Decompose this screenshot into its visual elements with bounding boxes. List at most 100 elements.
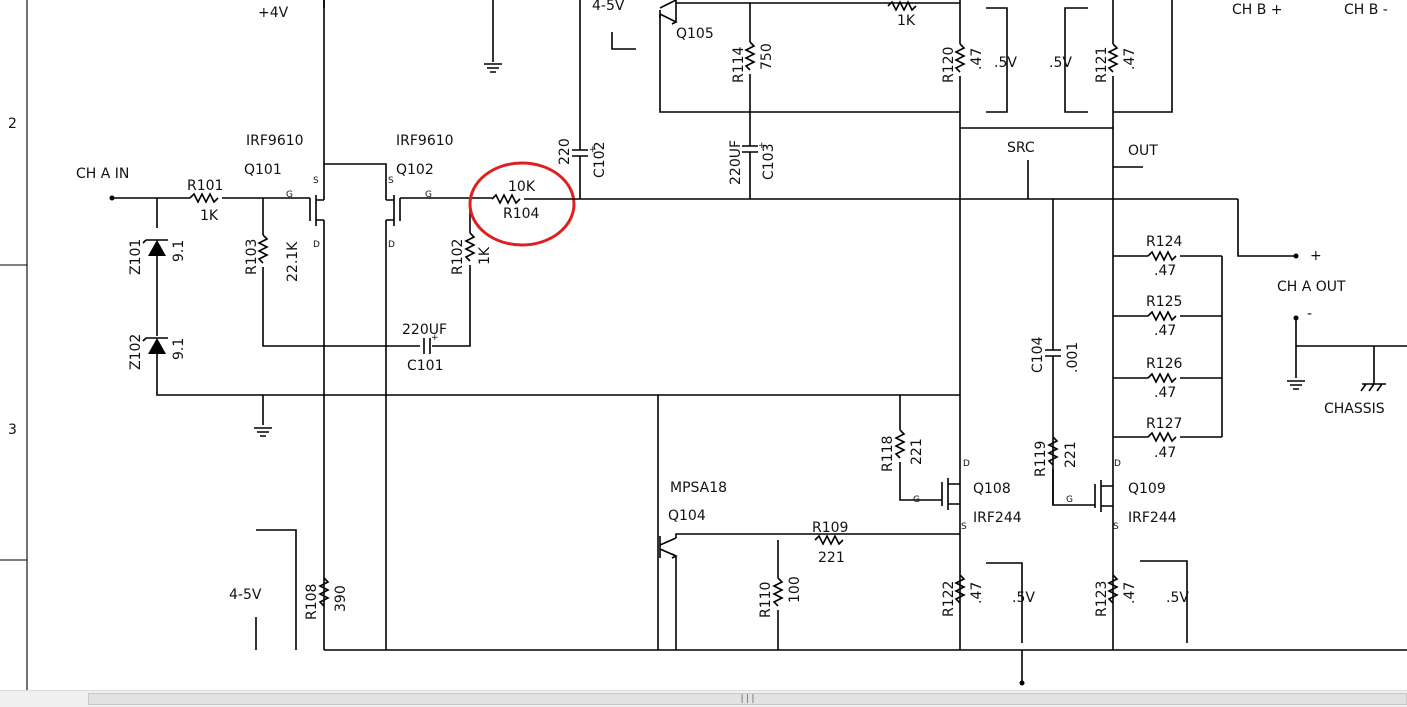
r122-rail-label: .5V <box>1012 590 1035 606</box>
ground-icon <box>483 63 503 73</box>
q108-mosfet: G D S <box>913 459 970 532</box>
q102-pin-g: G <box>425 190 432 200</box>
r103-ref: R103 <box>244 239 260 275</box>
r123-ref: R123 <box>1094 581 1110 617</box>
r123-value: .47 <box>1122 582 1138 604</box>
q108-pin-g: G <box>913 495 920 505</box>
svg-text:+: + <box>589 145 597 155</box>
q108-pin-d: D <box>963 459 970 469</box>
r124-value: .47 <box>1154 263 1176 279</box>
q108-part: IRF244 <box>973 510 1022 526</box>
c101-ref: C101 <box>407 358 444 374</box>
r110-ref: R110 <box>758 582 774 618</box>
q102-mosfet: S G D <box>385 176 432 650</box>
q101-part: IRF9610 <box>246 133 304 149</box>
r104-resistor <box>491 194 521 204</box>
r125-value: .47 <box>1154 323 1176 339</box>
r125-ref: R125 <box>1146 294 1182 310</box>
r101-resistor <box>189 193 219 203</box>
q108-ref: Q108 <box>973 481 1011 497</box>
z102-zener-diode <box>142 337 168 354</box>
ch-a-out-minus: - <box>1307 306 1312 322</box>
r118-resistor <box>895 429 905 459</box>
r101-ref: R101 <box>187 178 223 194</box>
r127-resistor <box>1147 432 1177 442</box>
rail-plus4v-label: +4V <box>258 5 289 21</box>
r101-value: 1K <box>200 208 219 224</box>
r110-value: 100 <box>787 576 803 603</box>
c104-value: .001 <box>1065 342 1081 373</box>
r120-rail-label: .5V <box>994 55 1017 71</box>
q102-part: IRF9610 <box>396 133 454 149</box>
r124-resistor <box>1147 251 1177 261</box>
r109-resistor <box>814 535 844 545</box>
grid-row-3-label: 3 <box>8 422 17 438</box>
r121-rail-label: .5V <box>1049 55 1072 71</box>
z101-ref: Z101 <box>128 239 144 275</box>
ground-icon <box>253 427 273 437</box>
q105-ref: Q105 <box>676 26 714 42</box>
r122-ref: R122 <box>941 581 957 617</box>
ch-a-out-plus: + <box>1310 248 1322 264</box>
r102-value: 1K <box>477 246 493 265</box>
r126-ref: R126 <box>1146 356 1183 372</box>
svg-text:+: + <box>431 333 439 343</box>
q101-ref: Q101 <box>244 162 282 178</box>
q104-part: MPSA18 <box>670 480 727 496</box>
q102-pin-s: S <box>388 176 394 186</box>
horizontal-scrollbar[interactable]: ||| <box>0 690 1407 707</box>
r120-resistor <box>955 43 965 73</box>
ch-a-out-label: CH A OUT <box>1277 279 1346 295</box>
r103-value: 22.1K <box>285 241 301 282</box>
q108-pin-s: S <box>961 522 967 532</box>
r120-value: .47 <box>969 48 985 70</box>
out-label: OUT <box>1128 143 1158 159</box>
scrollbar-thumb[interactable]: ||| <box>88 693 1407 705</box>
c104-ref: C104 <box>1030 336 1046 373</box>
r124-ref: R124 <box>1146 234 1183 250</box>
r127-value: .47 <box>1154 445 1176 461</box>
rail-bias-top-label: 4-5V <box>592 0 625 14</box>
q109-part: IRF244 <box>1128 510 1177 526</box>
q102-ref: Q102 <box>396 162 434 178</box>
c103-value: 220UF <box>728 140 744 185</box>
resistor-1k-top-value: 1K <box>897 13 916 29</box>
c101-value: 220UF <box>402 322 447 338</box>
chassis-ground-icon <box>1360 380 1386 392</box>
output-resistor-bank <box>1113 251 1223 442</box>
r119-ref: R119 <box>1033 441 1049 477</box>
src-label: SRC <box>1007 140 1035 156</box>
q101-pin-d: D <box>313 240 320 250</box>
r114-value: 750 <box>759 43 775 70</box>
chassis-label: CHASSIS <box>1324 401 1385 417</box>
ch-b-minus-label: CH B - <box>1344 2 1388 18</box>
q109-pin-s: S <box>1113 522 1119 532</box>
c102-ref: C102 <box>592 142 608 179</box>
r125-resistor <box>1147 311 1177 321</box>
q101-pin-g: G <box>286 190 293 200</box>
r114-ref: R114 <box>731 46 747 83</box>
r102-resistor <box>465 232 475 262</box>
r103-resistor <box>258 234 268 264</box>
r123-rail-label: .5V <box>1166 590 1189 606</box>
r119-value: 221 <box>1063 441 1079 468</box>
r122-value: .47 <box>969 582 985 604</box>
c103-capacitor: + <box>742 141 766 199</box>
z101-zener-diode <box>142 239 168 256</box>
r126-resistor <box>1147 373 1177 383</box>
q109-pin-g: G <box>1066 495 1073 505</box>
z102-ref: Z102 <box>128 334 144 370</box>
r114-resistor <box>745 41 755 71</box>
r109-ref: R109 <box>812 520 848 536</box>
q105-transistor <box>659 0 678 25</box>
amplifier-schematic: 2 3 +4V 4-5V CH B + CH B - CH A IN R101 … <box>0 0 1407 690</box>
r104-value: 10K <box>508 179 536 195</box>
r109-value: 221 <box>818 550 845 566</box>
r108-ref: R108 <box>304 584 320 620</box>
svg-text:+: + <box>758 141 766 151</box>
r104-highlight-circle <box>468 161 576 247</box>
ch-b-plus-label: CH B + <box>1232 2 1283 18</box>
r104-ref: R104 <box>503 206 540 222</box>
rail-bias-bottom-label: 4-5V <box>229 587 262 603</box>
q102-pin-d: D <box>388 240 395 250</box>
